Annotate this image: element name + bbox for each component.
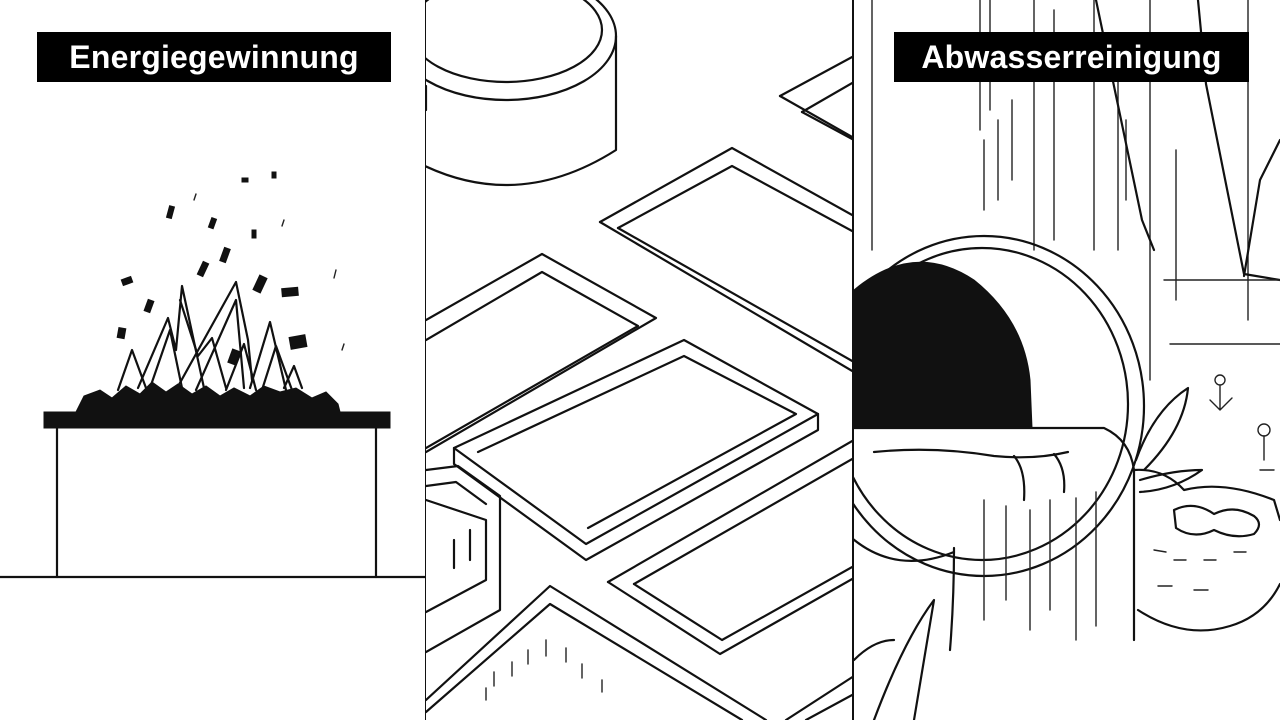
pipe-outflow-illustration xyxy=(854,0,1280,720)
panel-basins xyxy=(426,0,854,720)
panel-wastewater: Abwasserreinigung xyxy=(854,0,1280,720)
fire-pit-illustration xyxy=(0,171,426,579)
basins-illustration xyxy=(426,0,854,720)
caption-abwasserreinigung: Abwasserreinigung xyxy=(894,32,1249,82)
panel-divider xyxy=(852,0,854,720)
caption-energiegewinnung: Energiegewinnung xyxy=(37,32,391,82)
panel-energy: Energiegewinnung xyxy=(0,0,426,720)
